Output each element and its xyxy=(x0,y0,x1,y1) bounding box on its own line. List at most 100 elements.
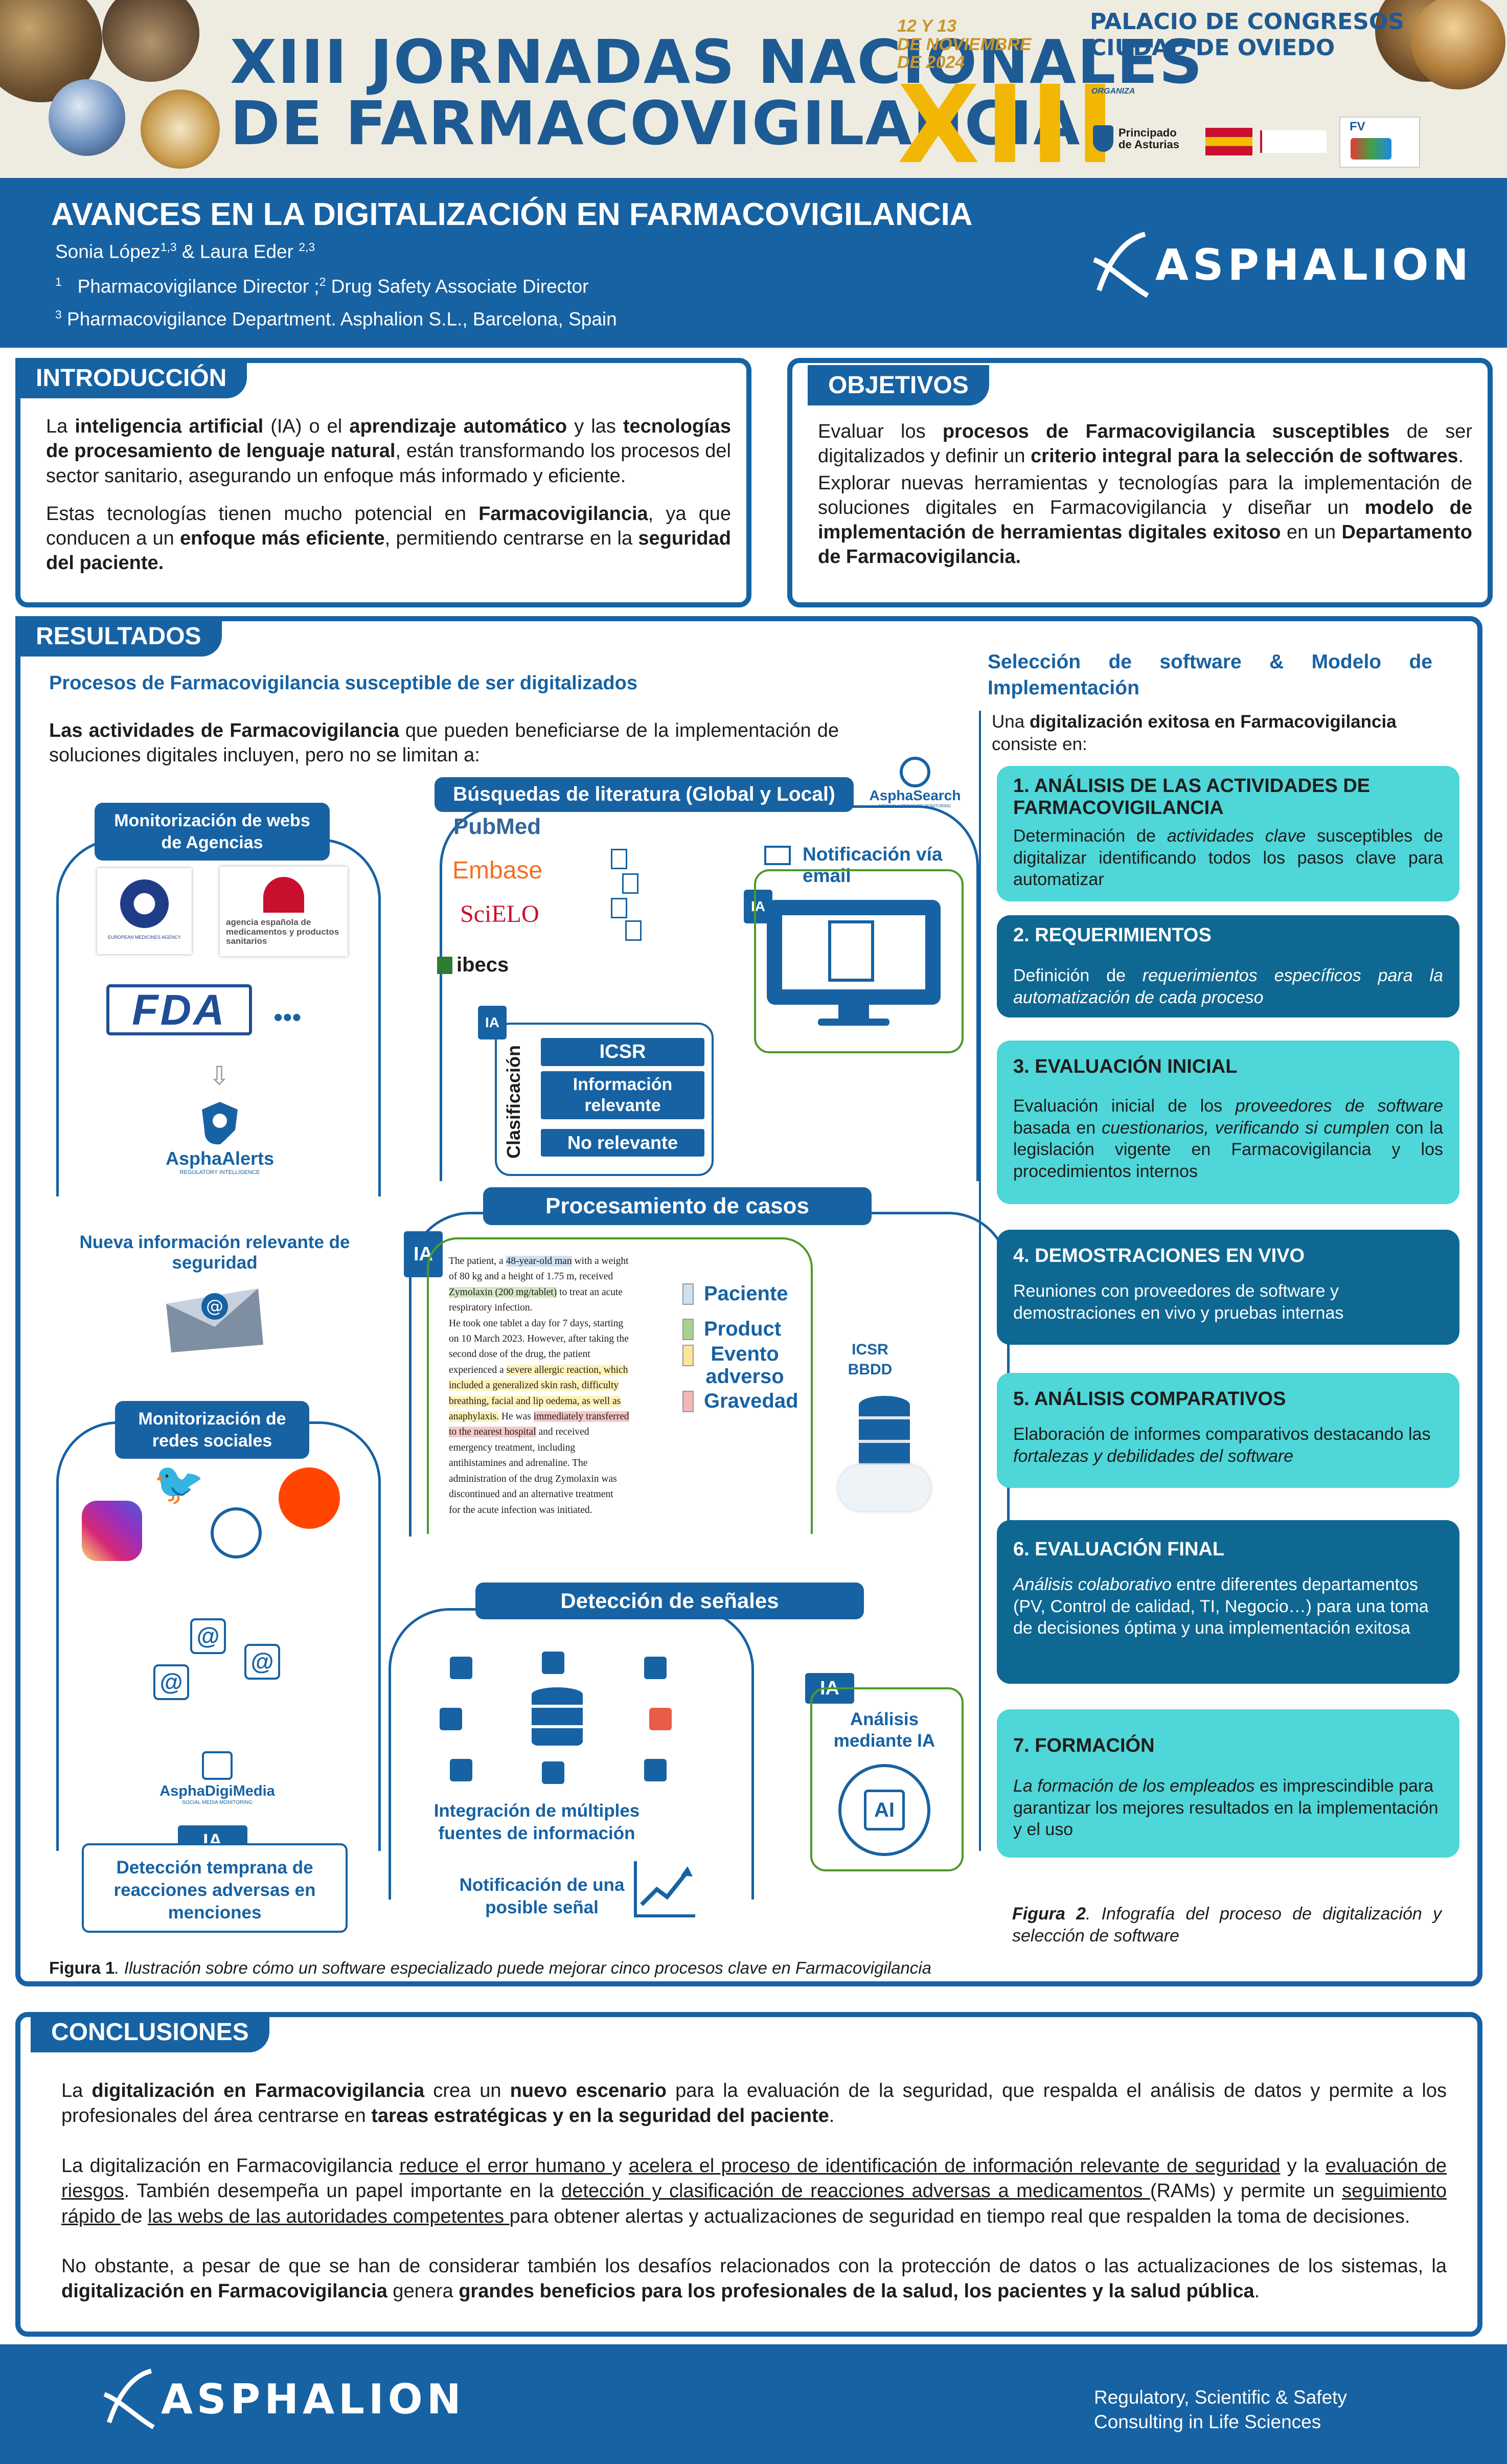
legend-seriousness-label: Gravedad xyxy=(704,1390,798,1412)
signals-hub-icon xyxy=(440,1652,675,1784)
mail-icon xyxy=(764,846,791,865)
asphalion-symbol-icon xyxy=(103,2368,155,2429)
monitor-frame xyxy=(754,869,964,1053)
footer-logo: ASPHALION xyxy=(100,2366,465,2432)
aspha-alerts-logo: AsphaAlerts REGULATORY INTELLIGENCE xyxy=(143,1099,296,1176)
asturias-logo-text: Principado de Asturias xyxy=(1118,126,1180,151)
step-6-text: Análisis colaborativo entre diferentes d… xyxy=(1013,1575,1429,1638)
twitter-icon: 🐦 xyxy=(153,1461,204,1506)
ibecs-logo-text: ibecs xyxy=(456,954,509,976)
conclusions-section: CONCLUSIONES La digitalización en Farmac… xyxy=(15,2012,1482,2337)
footer: ASPHALION Regulatory, Scientific & Safet… xyxy=(0,2344,1507,2464)
legend-product-label: Product xyxy=(704,1318,782,1340)
case-narrative-line: for the acute infection was initiated. xyxy=(449,1504,592,1516)
conclusions-paragraph-1: La digitalización en Farmacovigilancia c… xyxy=(61,2080,1447,2127)
asphalion-logo: ASPHALION xyxy=(1089,229,1473,301)
footer-tagline-2: Consulting in Life Sciences xyxy=(1094,2411,1321,2433)
introduction-tab: INTRODUCCIÓN xyxy=(15,358,247,398)
new-safety-info-label: Nueva información relevante de seguridad xyxy=(79,1232,350,1273)
aemps-logo xyxy=(1260,130,1327,153)
ibecs-logo: ibecs xyxy=(437,954,509,977)
author-1-sup: 1,3 xyxy=(160,240,177,254)
step-3-title: 3. EVALUACIÓN INICIAL xyxy=(1013,1056,1238,1077)
step-2-title: 2. REQUERIMIENTOS xyxy=(1013,924,1212,946)
trend-chart-icon xyxy=(634,1861,695,1917)
magnifier-icon xyxy=(900,757,930,787)
introduction-paragraph-2: Estas tecnologías tienen mucho potencial… xyxy=(46,503,731,574)
step-3-text: Evaluación inicial de los proveedores de… xyxy=(1013,1096,1444,1181)
case-narrative-frame xyxy=(427,1237,813,1534)
aspha-alerts-name: AsphaAlerts xyxy=(165,1148,275,1169)
source-icon xyxy=(644,1657,667,1679)
case-narrative-line: of 80 kg and a height of 1.75 m, receive… xyxy=(449,1271,613,1282)
case-narrative-line: respiratory infection. xyxy=(449,1302,533,1314)
footer-tagline: Regulatory, Scientific & Safety Consulti… xyxy=(1094,2385,1347,2434)
signal-detection-pill: Detección de señales xyxy=(475,1583,864,1619)
document-icon xyxy=(622,873,638,894)
asphalion-wordmark: ASPHALION xyxy=(1155,240,1473,290)
fda-logo: FDA xyxy=(106,984,252,1035)
legend-product: Product xyxy=(682,1318,810,1341)
case-processing-pill: Procesamiento de casos xyxy=(483,1187,872,1225)
case-narrative: The patient, a 48-year-old man with a we… xyxy=(449,1254,669,1518)
author-1: Sonia López xyxy=(55,241,161,262)
email-notification-label: Notificación vía email xyxy=(803,844,943,886)
author-2-sup: 2,3 xyxy=(299,240,315,254)
conclusions-paragraph-3: No obstante, a pesar de que se han de co… xyxy=(61,2255,1447,2302)
aspha-digimedia-logo: AsphaDigiMedia SOCIAL MEDIA MONITORING xyxy=(153,1751,281,1805)
affiliation-3-num: 3 xyxy=(55,308,62,321)
aspha-search-subtitle: MEDICAL LITERATURE MONITORING xyxy=(879,804,951,808)
objectives-tab: OBJETIVOS xyxy=(808,365,989,405)
affiliation-3: 3 Pharmacovigilance Department. Asphalio… xyxy=(55,308,617,330)
more-agencies-ellipsis: ••• xyxy=(273,1003,302,1032)
case-narrative-line: on 10 March 2023. However, after taking … xyxy=(449,1333,629,1345)
aemps-logo-card: agencia española de medicamentos y produ… xyxy=(220,867,348,956)
legend-adverse-event: Evento adverso xyxy=(682,1343,810,1388)
ema-logo: EUROPEAN MEDICINES AGENCY xyxy=(97,868,192,954)
edition-number: XIII xyxy=(897,62,1121,178)
step-2-text: Definición de requerimientos específicos… xyxy=(1013,966,1443,1007)
legend-seriousness: Gravedad xyxy=(682,1390,810,1413)
affiliation-1-text: Pharmacovigilance Director ; xyxy=(77,276,319,297)
ministerio-logo xyxy=(1205,128,1252,155)
icsr-pill: ICSR xyxy=(541,1038,704,1066)
organiza-label: ORGANIZA xyxy=(1091,87,1135,96)
instagram-icon xyxy=(82,1501,142,1561)
aspha-alerts-subtitle: REGULATORY INTELLIGENCE xyxy=(179,1169,260,1176)
source-icon xyxy=(542,1652,564,1674)
step-5-title: 5. ANÁLISIS COMPARATIVOS xyxy=(1013,1388,1286,1410)
pills-photo xyxy=(141,89,220,169)
affiliation-1-num: 1 xyxy=(55,275,62,288)
icsr-database-label: ICSR BBDD xyxy=(848,1341,893,1378)
figure-1-caption: Figura 1. Ilustración sobre cómo un soft… xyxy=(49,1958,931,1977)
source-icon xyxy=(440,1708,462,1730)
venue: PALACIO DE CONGRESOS CIUDAD DE OVIEDO xyxy=(1090,9,1404,61)
figure-2-caption: Figura 2. Infografía del proceso de digi… xyxy=(1012,1904,1442,1946)
step-5-comparative-analysis: 5. ANÁLISIS COMPARATIVOS Elaboración de … xyxy=(997,1373,1459,1488)
step-4-title: 4. DEMOSTRACIONES EN VIVO xyxy=(1013,1245,1305,1267)
objectives-text: Evaluar los procesos de Farmacovigilanci… xyxy=(818,419,1472,570)
case-narrative-line: administration of the drug Zymolaxin was xyxy=(449,1473,617,1484)
poster-title: AVANCES EN LA DIGITALIZACIÓN EN FARMACOV… xyxy=(51,197,973,232)
reddit-icon xyxy=(279,1467,340,1529)
digimedia-device-icon xyxy=(202,1751,233,1780)
document-icon xyxy=(625,920,642,941)
globe-photo xyxy=(49,79,125,156)
asphalion-symbol-icon xyxy=(1093,232,1149,298)
case-narrative-line: included a generalized skin rash, diffic… xyxy=(449,1380,619,1391)
legend-adverse-event-swatch xyxy=(682,1345,694,1366)
venue-line-1: PALACIO DE CONGRESOS xyxy=(1090,9,1404,35)
legend-adverse-event-label: Evento adverso xyxy=(705,1343,784,1388)
step-3-initial-evaluation: 3. EVALUACIÓN INICIAL Evaluación inicial… xyxy=(997,1041,1459,1204)
source-icon xyxy=(644,1759,667,1781)
not-relevant-pill: No relevante xyxy=(541,1129,704,1157)
embase-logo: Embase xyxy=(452,857,543,884)
aspha-digimedia-subtitle: SOCIAL MEDIA MONITORING xyxy=(182,1800,253,1805)
case-narrative-line: breathing, facial and lip oedema, as wel… xyxy=(449,1395,621,1407)
literature-search-pill: Búsquedas de literatura (Global y Local) xyxy=(435,777,854,812)
selection-column-divider xyxy=(979,711,981,1851)
step-7-text: La formación de los empleados es impresc… xyxy=(1013,1776,1438,1839)
affiliation-3-text: Pharmacovigilance Department. Asphalion … xyxy=(61,308,617,330)
case-narrative-line: experienced a severe allergic reaction, … xyxy=(449,1364,628,1375)
tower-photo xyxy=(1411,0,1505,89)
